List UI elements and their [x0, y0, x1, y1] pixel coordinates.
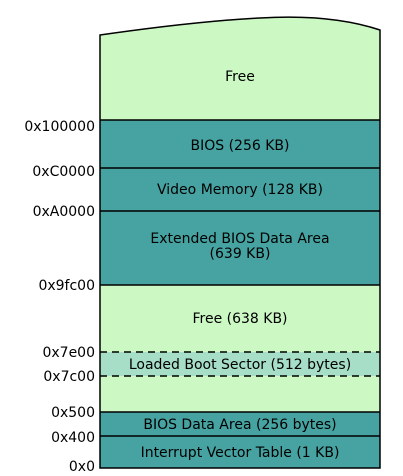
ivt-label: Interrupt Vector Table (1 KB) [141, 445, 340, 461]
bios-label: BIOS (256 KB) [191, 138, 290, 154]
video-memory-region [100, 168, 380, 211]
boot-sector-label: Loaded Boot Sector (512 bytes) [129, 357, 351, 373]
address-0x500: 0x500 [51, 405, 95, 421]
bios-region [100, 120, 380, 168]
ivt-region [100, 436, 380, 468]
free-middle-label: Free (638 KB) [192, 311, 287, 327]
address-0xc0000: 0xC0000 [32, 164, 95, 180]
address-0x100000: 0x100000 [24, 119, 95, 135]
video-memory-label: Video Memory (128 KB) [157, 182, 323, 198]
ebda-label-line2: (639 KB) [210, 246, 271, 262]
address-0x400: 0x400 [51, 430, 95, 446]
free-top-label: Free [225, 69, 255, 85]
address-0x0: 0x0 [69, 459, 95, 475]
region-boundaries [100, 119, 380, 437]
free-top-region [100, 17, 380, 120]
address-0x9fc00: 0x9fc00 [38, 278, 95, 294]
ebda-label-line1: Extended BIOS Data Area [150, 231, 329, 247]
free-low-region [100, 376, 380, 412]
address-0xa0000: 0xA0000 [33, 204, 95, 220]
address-0x7e00: 0x7e00 [42, 345, 95, 361]
ebda-region [100, 211, 380, 285]
bios-data-area-region [100, 412, 380, 436]
map-outline [99, 16, 381, 469]
free-middle-region [100, 285, 380, 352]
bios-data-area-label: BIOS Data Area (256 bytes) [143, 417, 336, 433]
boot-sector-region [100, 352, 380, 376]
address-0x7c00: 0x7c00 [43, 369, 95, 385]
